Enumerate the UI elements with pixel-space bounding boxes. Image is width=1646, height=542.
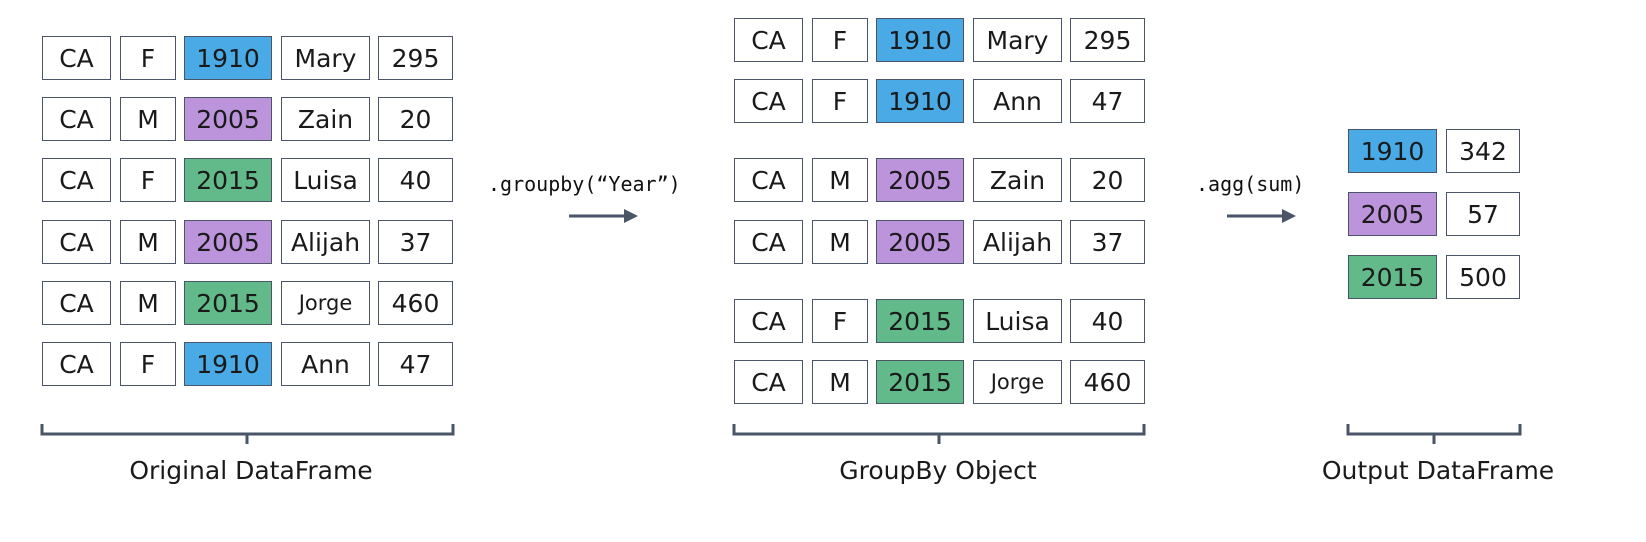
table-cell: CA xyxy=(734,79,803,123)
year-cell: 2005 xyxy=(184,97,272,141)
table-cell: M xyxy=(812,158,868,202)
year-cell: 2005 xyxy=(184,220,272,264)
table-cell: CA xyxy=(734,360,803,404)
year-cell: 2015 xyxy=(1348,255,1437,299)
table-cell: 20 xyxy=(1070,158,1145,202)
table-cell: Luisa xyxy=(973,299,1062,343)
original-label: Original DataFrame xyxy=(129,456,373,485)
table-cell: 295 xyxy=(378,36,453,80)
table-cell: CA xyxy=(42,281,111,325)
table-cell: Alijah xyxy=(281,220,370,264)
table-cell: Ann xyxy=(973,79,1062,123)
table-cell: CA xyxy=(42,342,111,386)
table-cell: CA xyxy=(734,299,803,343)
output-bracket xyxy=(1346,424,1522,444)
table-cell: Alijah xyxy=(973,220,1062,264)
table-cell: CA xyxy=(734,158,803,202)
table-cell: Jorge xyxy=(973,360,1062,404)
groupby-label: GroupBy Object xyxy=(839,456,1037,485)
table-cell: CA xyxy=(734,220,803,264)
table-cell: 57 xyxy=(1446,192,1520,236)
table-cell: 47 xyxy=(378,342,453,386)
table-cell: F xyxy=(812,299,868,343)
table-cell: CA xyxy=(42,97,111,141)
year-cell: 1910 xyxy=(876,18,964,62)
year-cell: 2015 xyxy=(876,360,964,404)
table-cell: 460 xyxy=(1070,360,1145,404)
year-cell: 2015 xyxy=(184,281,272,325)
table-cell: F xyxy=(120,36,176,80)
table-cell: F xyxy=(120,158,176,202)
groupby-code: .groupby(“Year”) xyxy=(488,172,681,196)
table-cell: 500 xyxy=(1446,255,1520,299)
table-cell: CA xyxy=(42,36,111,80)
table-cell: Mary xyxy=(973,18,1062,62)
output-label: Output DataFrame xyxy=(1321,456,1555,485)
table-cell: F xyxy=(812,79,868,123)
table-cell: 37 xyxy=(1070,220,1145,264)
table-cell: 40 xyxy=(378,158,453,202)
table-cell: 47 xyxy=(1070,79,1145,123)
table-cell: M xyxy=(120,281,176,325)
table-cell: Ann xyxy=(281,342,370,386)
table-cell: CA xyxy=(42,220,111,264)
year-cell: 2015 xyxy=(876,299,964,343)
original-bracket xyxy=(40,424,455,444)
table-cell: Zain xyxy=(973,158,1062,202)
table-cell: M xyxy=(120,220,176,264)
table-cell: Jorge xyxy=(281,281,370,325)
table-cell: F xyxy=(120,342,176,386)
year-cell: 2015 xyxy=(184,158,272,202)
table-cell: 40 xyxy=(1070,299,1145,343)
table-cell: M xyxy=(812,220,868,264)
table-cell: 20 xyxy=(378,97,453,141)
year-cell: 1910 xyxy=(1348,129,1437,173)
table-cell: Zain xyxy=(281,97,370,141)
table-cell: Mary xyxy=(281,36,370,80)
table-cell: 460 xyxy=(378,281,453,325)
groupby-arrow-icon xyxy=(569,209,638,223)
table-cell: CA xyxy=(734,18,803,62)
year-cell: 1910 xyxy=(184,342,272,386)
year-cell: 1910 xyxy=(184,36,272,80)
table-cell: 295 xyxy=(1070,18,1145,62)
table-cell: M xyxy=(120,97,176,141)
groupby-bracket xyxy=(732,424,1146,444)
table-cell: 342 xyxy=(1446,129,1520,173)
year-cell: 2005 xyxy=(1348,192,1437,236)
year-cell: 2005 xyxy=(876,220,964,264)
year-cell: 2005 xyxy=(876,158,964,202)
table-cell: CA xyxy=(42,158,111,202)
table-cell: F xyxy=(812,18,868,62)
table-cell: 37 xyxy=(378,220,453,264)
table-cell: M xyxy=(812,360,868,404)
year-cell: 1910 xyxy=(876,79,964,123)
agg-code: .agg(sum) xyxy=(1196,172,1305,196)
agg-arrow-icon xyxy=(1227,209,1296,223)
table-cell: Luisa xyxy=(281,158,370,202)
